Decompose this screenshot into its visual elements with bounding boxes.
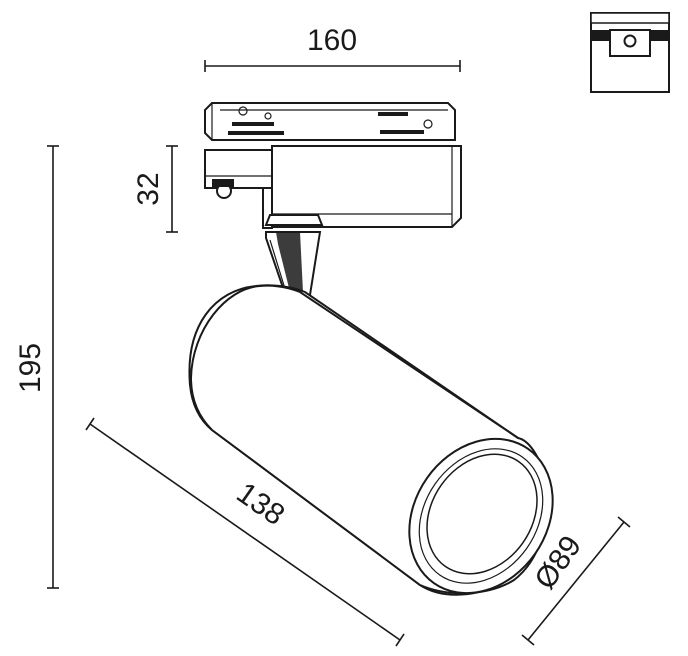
dimension-adapter-height: 32 [132, 145, 178, 233]
track-type-icon [590, 12, 670, 93]
dimension-width-label: 160 [307, 24, 357, 57]
track-light-drawing [188, 102, 554, 596]
spotlight-cylinder [188, 284, 554, 596]
adapter-housing [204, 145, 462, 229]
dimension-length-label: 138 [230, 476, 290, 532]
dimension-adapter-height-label: 32 [132, 172, 165, 205]
dimension-total-height: 195 [14, 145, 59, 589]
dimension-width: 160 [204, 24, 461, 72]
track-adapter [204, 102, 456, 141]
dimension-total-height-label: 195 [14, 343, 47, 393]
